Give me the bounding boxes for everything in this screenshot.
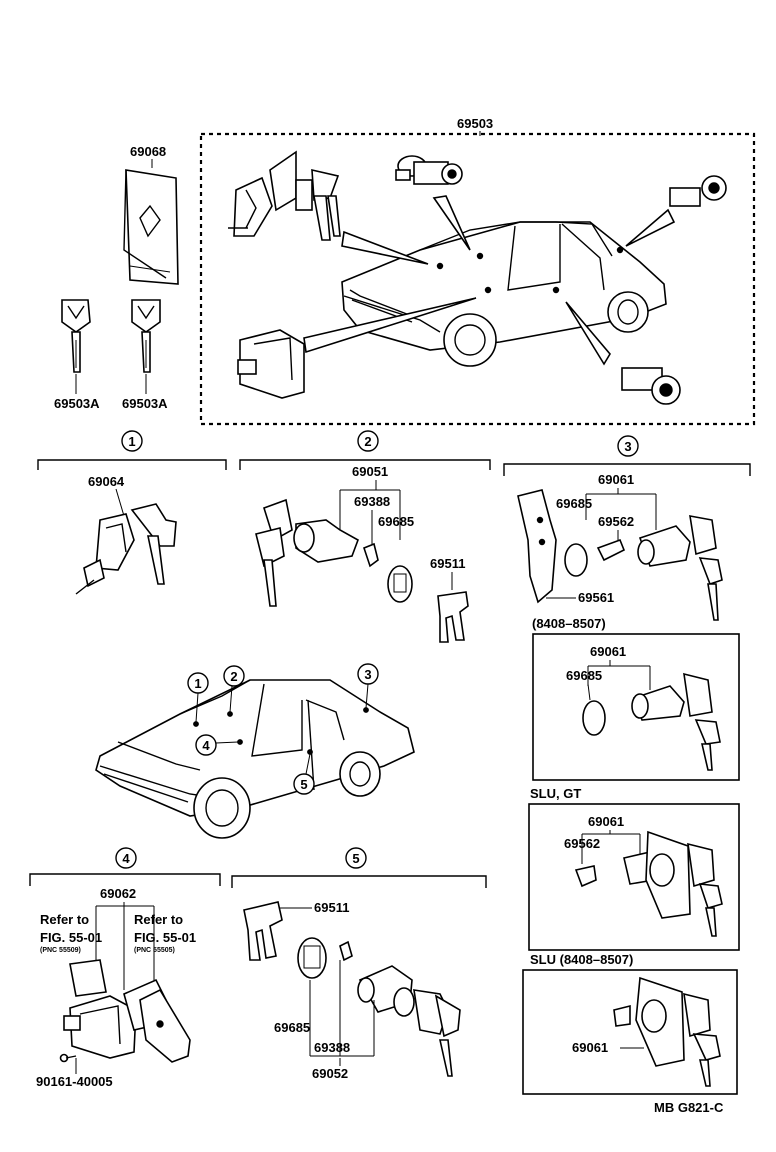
label-69503A-right: 69503A	[122, 396, 168, 411]
variant-label-1: (8408–8507)	[532, 616, 606, 631]
car-marker-5: 5	[300, 777, 307, 792]
section-1-number: 1	[128, 434, 135, 449]
car-marker-1: 1	[194, 676, 201, 691]
door-lock-top	[621, 367, 681, 405]
section-2-number: 2	[364, 434, 371, 449]
callout-arrows-top	[303, 195, 676, 366]
label-69052: 69052	[312, 1066, 348, 1081]
label-69388-bottom: 69388	[314, 1040, 350, 1055]
car-location-markers: 1 2 3 4 5	[187, 663, 379, 795]
trunk-lock-section-3	[517, 489, 723, 621]
section-3-marker	[617, 435, 639, 457]
ref2-line2: FIG. 55-01	[134, 930, 196, 945]
section-3-number: 3	[624, 439, 631, 454]
label-69061-d: 69061	[572, 1040, 608, 1055]
section-4-marker	[115, 847, 137, 869]
lock-retainer-69511-top	[437, 591, 469, 643]
label-69685-top: 69685	[378, 514, 414, 529]
door-lock-section-5	[297, 937, 461, 1077]
hood-lock-top	[395, 155, 463, 185]
section-5-number: 5	[352, 851, 359, 866]
variant-box-1	[532, 633, 740, 781]
label-69503A-left: 69503A	[54, 396, 100, 411]
ref1-line2: FIG. 55-01	[40, 930, 102, 945]
variant-label-2: SLU, GT	[530, 786, 581, 801]
ref2-line1: Refer to	[134, 912, 183, 927]
label-69685-d: 69685	[274, 1020, 310, 1035]
variant-box-3	[522, 969, 738, 1095]
label-69068: 69068	[130, 144, 166, 159]
label-69064: 69064	[88, 474, 125, 489]
section-1-bracket	[37, 459, 227, 470]
trunk-lock-variant-1	[582, 672, 721, 771]
leader-69051	[339, 480, 401, 540]
section-3-bracket	[503, 463, 751, 476]
label-69562-b: 69562	[564, 836, 600, 851]
ref2-line3: (PNC 55505)	[134, 947, 175, 954]
label-69061-a: 69061	[598, 472, 634, 487]
label-69503: 69503	[457, 116, 493, 131]
label-90161-40005: 90161-40005	[36, 1074, 113, 1089]
kit-69503-dashed-box	[199, 132, 756, 426]
label-69061-c: 69061	[588, 814, 624, 829]
diagram-code: MB G821-C	[654, 1100, 724, 1115]
trunk-lock-variant-2	[574, 830, 723, 937]
glovebox-lock-section-4	[63, 959, 191, 1063]
section-2-marker	[357, 430, 379, 452]
door-lock-section-2	[255, 498, 413, 607]
label-69051: 69051	[352, 464, 388, 479]
section-5-marker	[345, 847, 367, 869]
key-69503A-right	[131, 299, 161, 394]
section-5-bracket	[231, 875, 487, 888]
variant-box-2	[528, 803, 740, 951]
car-marker-4: 4	[202, 738, 210, 753]
section-4-number: 4	[122, 851, 130, 866]
label-69388-top: 69388	[354, 494, 390, 509]
label-69511-bottom: 69511	[314, 900, 349, 915]
ref1-line1: Refer to	[40, 912, 89, 927]
key-69503A-left	[61, 299, 91, 394]
label-69561: 69561	[578, 590, 614, 605]
ignition-lock-top	[228, 150, 341, 241]
ignition-switch-section-1	[75, 503, 177, 595]
label-69062: 69062	[100, 886, 136, 901]
trunk-lock-variant-3	[613, 976, 721, 1087]
car-marker-2: 2	[230, 669, 237, 684]
label-69685-c: 69685	[566, 668, 602, 683]
car-illustration-top	[341, 221, 667, 367]
label-69685-b: 69685	[556, 496, 592, 511]
car-marker-3: 3	[364, 667, 371, 682]
section-4-bracket	[29, 873, 221, 886]
trunk-lock-top	[669, 175, 727, 207]
label-69511-top: 69511	[430, 556, 465, 571]
label-69562-a: 69562	[598, 514, 634, 529]
section-2-bracket	[239, 459, 491, 470]
section-1-marker	[121, 430, 143, 452]
key-plate-69068	[123, 169, 179, 285]
glovebox-lock-top	[237, 329, 305, 399]
screw-90161-40005	[59, 1053, 77, 1063]
ref1-line3: (PNC 55509)	[40, 947, 81, 954]
car-illustration-center	[95, 679, 415, 839]
variant-label-3: SLU (8408–8507)	[530, 952, 633, 967]
lock-retainer-69511-bottom	[243, 901, 283, 961]
label-69061-b: 69061	[590, 644, 626, 659]
